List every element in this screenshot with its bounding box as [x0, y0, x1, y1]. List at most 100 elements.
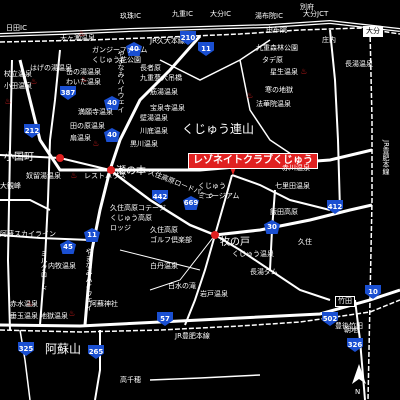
place-label: 長者原: [140, 64, 161, 72]
onsen-icon: ♨: [26, 299, 34, 308]
place-label: 星生温泉: [270, 68, 298, 76]
route-265-shield: 265: [88, 345, 104, 359]
place-label: 赤川温泉: [282, 164, 310, 172]
onsen-icon: ♨: [246, 91, 254, 100]
asosan-label: 阿蘇山: [45, 342, 82, 356]
place-label: 宝泉寺温泉: [150, 104, 185, 112]
segonomoto-point-icon: [107, 166, 115, 174]
yufuin-box: 由布院: [266, 26, 287, 34]
place-label: 筋湯温泉: [150, 88, 178, 96]
route-45-shield: 45: [60, 240, 76, 254]
place-label: くじゅう高原: [110, 214, 152, 222]
place-label: 岩戸温泉: [200, 290, 228, 298]
place-label: 奴留湯温泉: [26, 172, 61, 180]
place-label: 豊後竹田: [335, 322, 363, 330]
place-label: 法華院温泉: [256, 100, 291, 108]
place-label: わいた温泉: [66, 78, 101, 86]
place-label: くじゅう温泉: [232, 250, 274, 258]
place-label: 長湯温泉: [345, 60, 373, 68]
makinoto-point-icon: [211, 231, 219, 239]
route-40-shield-a: 40: [104, 96, 120, 110]
place-label: 扇温泉: [70, 134, 91, 142]
route-40-shield-b: 40: [126, 42, 142, 56]
route-412-shield: 412: [327, 200, 343, 214]
makinoto-label: 牧の戸: [220, 237, 250, 248]
route-669-shield: 669: [183, 196, 199, 210]
route-325-shield: 325: [18, 342, 34, 356]
onsen-icon: ♨: [70, 171, 78, 180]
milk-road-label: ミルクロード: [40, 250, 48, 292]
jr-kyudai-label: JR久大本線: [150, 37, 185, 45]
place-label: 小田温泉: [4, 82, 32, 90]
onsen-icon: ♨: [68, 309, 76, 318]
kokonoe-ic-label: 九重IC: [172, 10, 193, 18]
segonomoto-label: 瀬の本: [116, 166, 146, 177]
place-label: 寒の地獄: [265, 86, 293, 94]
onsen-icon: ♨: [30, 77, 38, 86]
route-40-shield-c: 40: [104, 128, 120, 142]
hita-station-label: 天ヶ瀬温泉: [60, 34, 95, 42]
place-label: 久住高原コテージ: [110, 204, 166, 212]
oguni-label: 小国町: [4, 152, 34, 163]
oita-jct-box: 庄内: [322, 36, 336, 44]
compass-label: N: [355, 388, 361, 396]
place-label: 内牧温泉: [48, 262, 76, 270]
place-label: 九重森林公園: [256, 44, 298, 52]
yamanami2-label: やまなみハイウェイ: [85, 248, 93, 311]
destination-label[interactable]: レゾネイトクラブくじゅう: [188, 153, 318, 169]
place-label: ゴルフ倶楽部: [150, 236, 192, 244]
route-442-shield: 442: [152, 190, 168, 204]
place-label: 長湯ダム: [250, 268, 278, 276]
place-label: ガンジーファーム: [92, 46, 148, 54]
place-label: 岳の湯温泉: [66, 68, 101, 76]
oita-ic-label: 大分IC: [210, 10, 231, 18]
place-label: 地獄温泉: [40, 312, 68, 320]
place-label: レストハウス: [84, 172, 126, 180]
place-label: 久住: [298, 238, 312, 246]
route-502-shield: 502: [322, 312, 338, 326]
route-30-shield: 30: [264, 220, 280, 234]
route-326-shield: 326: [347, 338, 363, 352]
beppu-label: 別府: [300, 3, 314, 11]
place-label: 田の原温泉: [70, 122, 105, 130]
place-label: 九重夢大吊橋: [140, 74, 182, 82]
route-210-shield: 210: [180, 31, 196, 45]
route-387-shield: 387: [60, 86, 76, 100]
route-11-shield-b: 11: [84, 228, 100, 242]
place-label: 川底温泉: [140, 127, 168, 135]
onsen-icon: ♨: [4, 97, 12, 106]
taketa-box: 竹田: [335, 296, 355, 307]
place-label: 白水の滝: [168, 282, 196, 290]
compass-north-icon: [352, 364, 366, 384]
aso-skyline-label: 阿蘇スカイライン: [0, 230, 56, 238]
place-label: 久住高原: [150, 226, 178, 234]
kusu-ic-label: 玖珠IC: [120, 12, 141, 20]
yufuin-ic-label: 湯布院IC: [255, 12, 283, 20]
place-label: 壁湯温泉: [140, 114, 168, 122]
route-57-shield: 57: [157, 312, 173, 326]
onsen-icon: ♨: [78, 29, 86, 38]
place-label: 満願寺温泉: [78, 108, 113, 116]
place-label: 高千穂: [120, 376, 141, 384]
place-label: 七里田温泉: [275, 182, 310, 190]
place-label: ロッジ: [110, 224, 131, 232]
place-label: 垂玉温泉: [10, 312, 38, 320]
jr-hohi-v-label: JR豊肥本線: [382, 140, 390, 175]
jr-hohi-label: JR豊肥本線: [175, 332, 210, 340]
place-label: 大観峰: [0, 182, 21, 190]
route-11-shield-a: 11: [198, 42, 214, 56]
onsen-icon: ♨: [80, 75, 88, 84]
place-label: 白丹温泉: [150, 262, 178, 270]
place-label: ミュージアム: [198, 192, 240, 200]
kuju-renzan-label: くじゅう連山: [182, 122, 255, 136]
place-label: タデ原: [262, 56, 283, 64]
onsen-icon: ♨: [92, 139, 100, 148]
place-label: 飯田高原: [270, 208, 298, 216]
place-label: 阿蘇神社: [90, 300, 118, 308]
hita-ic-label: 日田IC: [6, 24, 27, 32]
destination-pin-icon: [229, 165, 237, 175]
place-label: はげの湯温泉: [30, 64, 72, 72]
oita-city-box: 大分: [363, 26, 383, 37]
place-label: 杖立温泉: [4, 70, 32, 78]
